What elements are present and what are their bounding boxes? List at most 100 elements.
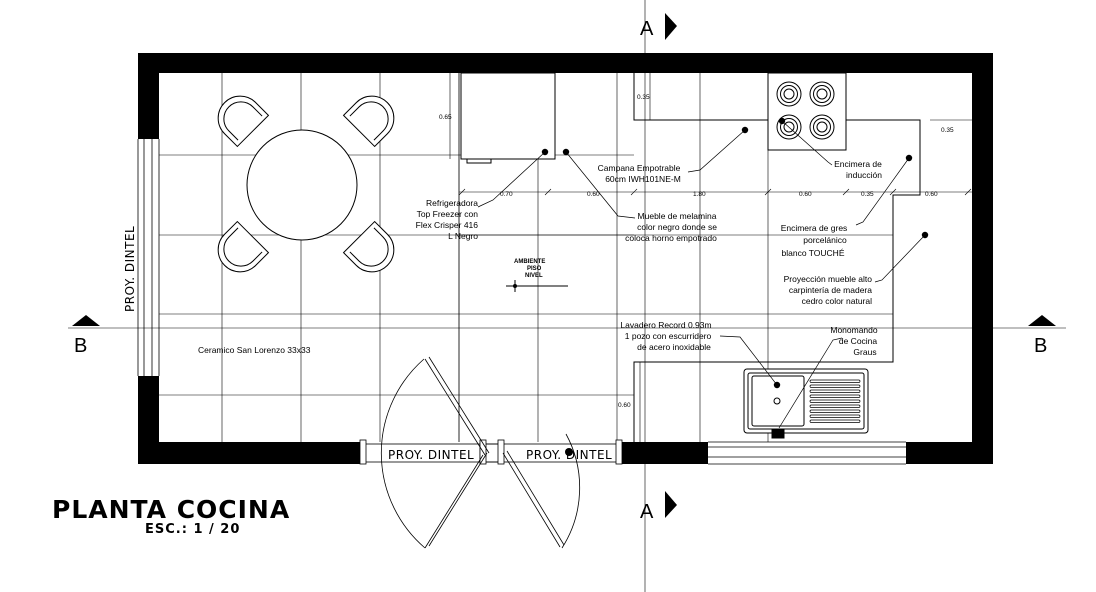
hood-note-2: 60cm IWH101NE-M bbox=[605, 174, 681, 184]
sink-note-1: Lavadero Record 0.93m bbox=[620, 320, 711, 330]
burner-ring bbox=[783, 88, 795, 100]
level-tag-line-3: NIVEL bbox=[525, 273, 543, 279]
annotation-melamine: Mueble de melamina color negro donde se … bbox=[625, 211, 717, 243]
vertical-dimensions bbox=[449, 73, 972, 442]
annotation-faucet: Monomando de Cocina Graus bbox=[830, 325, 878, 357]
burner-ring bbox=[809, 114, 835, 140]
door-opening bbox=[359, 439, 623, 465]
dim-span-5: 0.35 bbox=[861, 191, 874, 198]
floor-finish-label: Ceramico San Lorenzo 33x33 bbox=[198, 345, 311, 355]
section-a-bottom-arrow bbox=[665, 491, 677, 518]
dim-span-4: 0.60 bbox=[799, 191, 812, 198]
annotation-stoneware: Encimera de gres porcelánico blanco TOUC… bbox=[781, 223, 848, 258]
chair-bottom-right bbox=[342, 220, 395, 273]
drain-groove bbox=[809, 414, 861, 418]
refrigerator-note-2: Top Freezer con bbox=[417, 209, 479, 219]
induction-note-1: Encimera de bbox=[834, 159, 882, 169]
counters bbox=[159, 73, 921, 442]
swing-door-right bbox=[502, 433, 581, 549]
leader-dots bbox=[541, 117, 929, 389]
drain-groove bbox=[809, 384, 861, 388]
wall-bottom-mid bbox=[622, 442, 708, 464]
wood-note-1: Proyección mueble alto bbox=[784, 274, 873, 284]
stoneware-note-1: Encimera de gres bbox=[781, 223, 848, 233]
burner-ring bbox=[776, 114, 802, 140]
dim-fridge-depth: 0.65 bbox=[439, 114, 452, 121]
section-a-bottom-label: A bbox=[640, 501, 654, 523]
burner-ring bbox=[813, 118, 831, 136]
dim-tick bbox=[764, 188, 772, 196]
bottom-window bbox=[708, 441, 906, 465]
dim-tick bbox=[842, 188, 850, 196]
level-tag-line-1: AMBIENTE bbox=[514, 259, 545, 265]
wall-bottom-right bbox=[906, 442, 993, 464]
burner-ring bbox=[816, 121, 828, 133]
drawing-scale: ESC.: 1 / 20 bbox=[145, 522, 241, 537]
melamine-note-3: coloca horno empotrado bbox=[625, 233, 717, 243]
dim-span-6: 0.60 bbox=[925, 191, 938, 198]
annotation-wood: Proyección mueble alto carpintería de ma… bbox=[784, 274, 873, 306]
annotation-induction: Encimera de inducción bbox=[834, 159, 882, 180]
faucet-note-2: de Cocina bbox=[839, 336, 878, 346]
sink-note-2: 1 pozo con escurridero bbox=[625, 331, 712, 341]
annotation-hood: Campana Empotrable 60cm IWH101NE-M bbox=[598, 163, 681, 184]
bottom-left-lintel-label: PROY. DINTEL bbox=[388, 448, 474, 462]
chair-top-right bbox=[342, 95, 395, 148]
induction-cooktop bbox=[767, 72, 847, 151]
wall-right bbox=[972, 53, 993, 464]
drain-groove bbox=[809, 404, 861, 408]
faucet bbox=[771, 428, 785, 439]
burner-ring bbox=[809, 81, 835, 107]
drainboard bbox=[809, 379, 861, 423]
melamine-note-2: color negro donde se bbox=[637, 222, 717, 232]
drain-groove bbox=[809, 399, 861, 403]
drain-groove bbox=[809, 379, 861, 383]
stoneware-note-2: porcelánico bbox=[803, 235, 847, 245]
dim-right-gap: 0.35 bbox=[941, 127, 954, 134]
sink-drain bbox=[773, 397, 781, 405]
faucet-note-3: Graus bbox=[853, 347, 876, 357]
chair-bottom-left bbox=[217, 220, 270, 273]
burner-ring bbox=[783, 121, 795, 133]
section-b-left-arrow bbox=[72, 315, 100, 326]
section-a-top-label: A bbox=[640, 18, 654, 40]
refrigerator-note-3: Flex Crisper 416 bbox=[416, 220, 479, 230]
induction-note-2: inducción bbox=[846, 170, 882, 180]
section-marks: A A B B bbox=[72, 13, 1056, 523]
stoneware-note-3: blanco TOUCHÉ bbox=[782, 248, 845, 258]
annotation-refrigerator: Refrigeradora Top Freezer con Flex Crisp… bbox=[416, 198, 479, 241]
burner-ring bbox=[816, 88, 828, 100]
dim-span-3: 1.80 bbox=[693, 191, 706, 198]
annotation-sink: Lavadero Record 0.93m 1 pozo con escurri… bbox=[620, 320, 711, 352]
dim-tick bbox=[458, 188, 466, 196]
door-pivot-dot bbox=[565, 448, 573, 456]
chair-top-left bbox=[217, 95, 270, 148]
refrigerator bbox=[460, 72, 556, 164]
refrigerator-note-1: Refrigeradora bbox=[426, 198, 478, 208]
melamine-note-1: Mueble de melamina bbox=[638, 211, 717, 221]
dim-tick bbox=[889, 188, 897, 196]
drain-groove bbox=[809, 394, 861, 398]
dim-tick bbox=[544, 188, 552, 196]
burner-ring bbox=[813, 85, 831, 103]
dim-tick bbox=[964, 188, 972, 196]
dim-tick bbox=[630, 188, 638, 196]
hood-note-1: Campana Empotrable bbox=[598, 163, 681, 173]
drawing-title: PLANTA COCINA bbox=[52, 495, 291, 524]
burner-ring bbox=[780, 118, 798, 136]
dimension-chain bbox=[458, 188, 972, 196]
refrigerator-note-4: L Negro bbox=[448, 231, 478, 241]
wood-note-3: cedro color natural bbox=[802, 296, 873, 306]
wall-top bbox=[138, 53, 993, 73]
dim-hood-gap: 0.35 bbox=[637, 94, 650, 101]
drain-groove bbox=[809, 409, 861, 413]
section-lines bbox=[68, 0, 1066, 592]
section-b-right-arrow bbox=[1028, 315, 1056, 326]
round-table bbox=[246, 129, 358, 241]
section-a-top-arrow bbox=[665, 13, 677, 40]
section-b-left-label: B bbox=[74, 335, 87, 357]
drain-groove bbox=[809, 419, 861, 423]
kitchen-sink bbox=[743, 368, 869, 439]
left-lintel-label: PROY. DINTEL bbox=[123, 226, 137, 312]
